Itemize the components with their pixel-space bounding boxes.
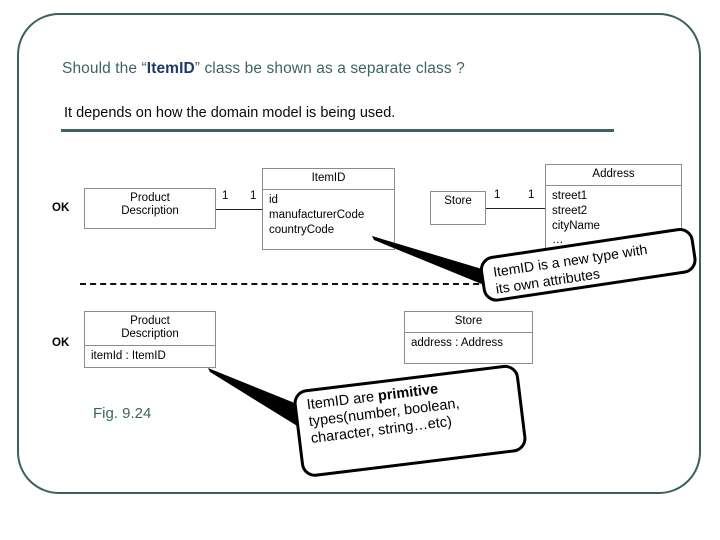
uml-class-name: Product Description <box>85 189 215 222</box>
uml-class-product-description-top[interactable]: Product Description <box>84 188 216 229</box>
uml-class-separator <box>405 332 532 334</box>
uml-class-product-description-bottom[interactable]: Product Description itemId : ItemID <box>84 311 216 368</box>
callout-itemid-primitive-types[interactable]: ItemID are primitive types(number, boole… <box>292 363 529 479</box>
figure-caption: Fig. 9.24 <box>93 405 152 422</box>
uml-attribute: cityName <box>552 219 600 232</box>
uml-attribute: countryCode <box>269 223 335 236</box>
page-title-prefix: Should the “ <box>62 60 147 77</box>
uml-class-separator <box>85 345 215 347</box>
page-title-suffix: ” class be shown as a separate class ? <box>194 60 465 77</box>
uml-class-name: Product Description <box>85 312 215 345</box>
page-subtitle: It depends on how the domain model is be… <box>64 105 396 121</box>
uml-class-store-bottom[interactable]: Store address : Address <box>404 311 533 364</box>
uml-class-name-line1: Product <box>130 192 170 204</box>
uml-class-attributes: street1 street2 cityName … <box>546 186 681 251</box>
option-divider-dashed <box>80 283 590 285</box>
uml-class-name-line1: Product <box>130 315 170 327</box>
association-line-productdescription-itemid <box>216 209 262 210</box>
uml-attribute: address : Address <box>411 337 504 350</box>
uml-class-itemid[interactable]: ItemID id manufacturerCode countryCode <box>262 168 395 250</box>
uml-class-name-line2: Description <box>121 205 179 218</box>
uml-attribute: street2 <box>552 204 588 217</box>
uml-class-name-line2: Description <box>121 328 179 341</box>
association-line-store-address <box>486 208 545 209</box>
uml-class-attributes: id manufacturerCode countryCode <box>263 190 394 240</box>
header-divider-rule <box>61 129 614 132</box>
page-title-emphasis: ItemID <box>146 60 195 77</box>
uml-attribute: id <box>269 194 278 207</box>
multiplicity-label: 1 <box>528 189 535 201</box>
uml-attribute: manufacturerCode <box>269 208 365 221</box>
uml-attribute: itemId : ItemID <box>91 350 166 363</box>
multiplicity-label: 1 <box>494 189 501 201</box>
uml-class-name: ItemID <box>311 172 346 184</box>
ok-marker-top: OK <box>52 202 70 214</box>
uml-class-attributes: itemId : ItemID <box>85 346 215 367</box>
uml-class-name: Store <box>454 315 483 327</box>
uml-class-attributes: address : Address <box>405 333 532 354</box>
multiplicity-label: 1 <box>250 190 257 202</box>
uml-attribute: … <box>552 234 564 247</box>
page-title: Should the “ItemID” class be shown as a … <box>62 60 465 78</box>
uml-class-separator <box>263 189 394 191</box>
uml-class-name: Address <box>592 168 635 180</box>
uml-attribute: street1 <box>552 190 588 203</box>
multiplicity-label: 1 <box>222 190 229 202</box>
uml-class-name: Store <box>444 195 472 207</box>
uml-class-separator <box>546 185 681 187</box>
callout-text: ItemID are primitive types(number, boole… <box>295 367 522 455</box>
uml-class-store-top[interactable]: Store <box>430 191 486 225</box>
ok-marker-bottom: OK <box>52 337 70 349</box>
callout-text: ItemID is a new type with its own attrib… <box>481 229 695 303</box>
